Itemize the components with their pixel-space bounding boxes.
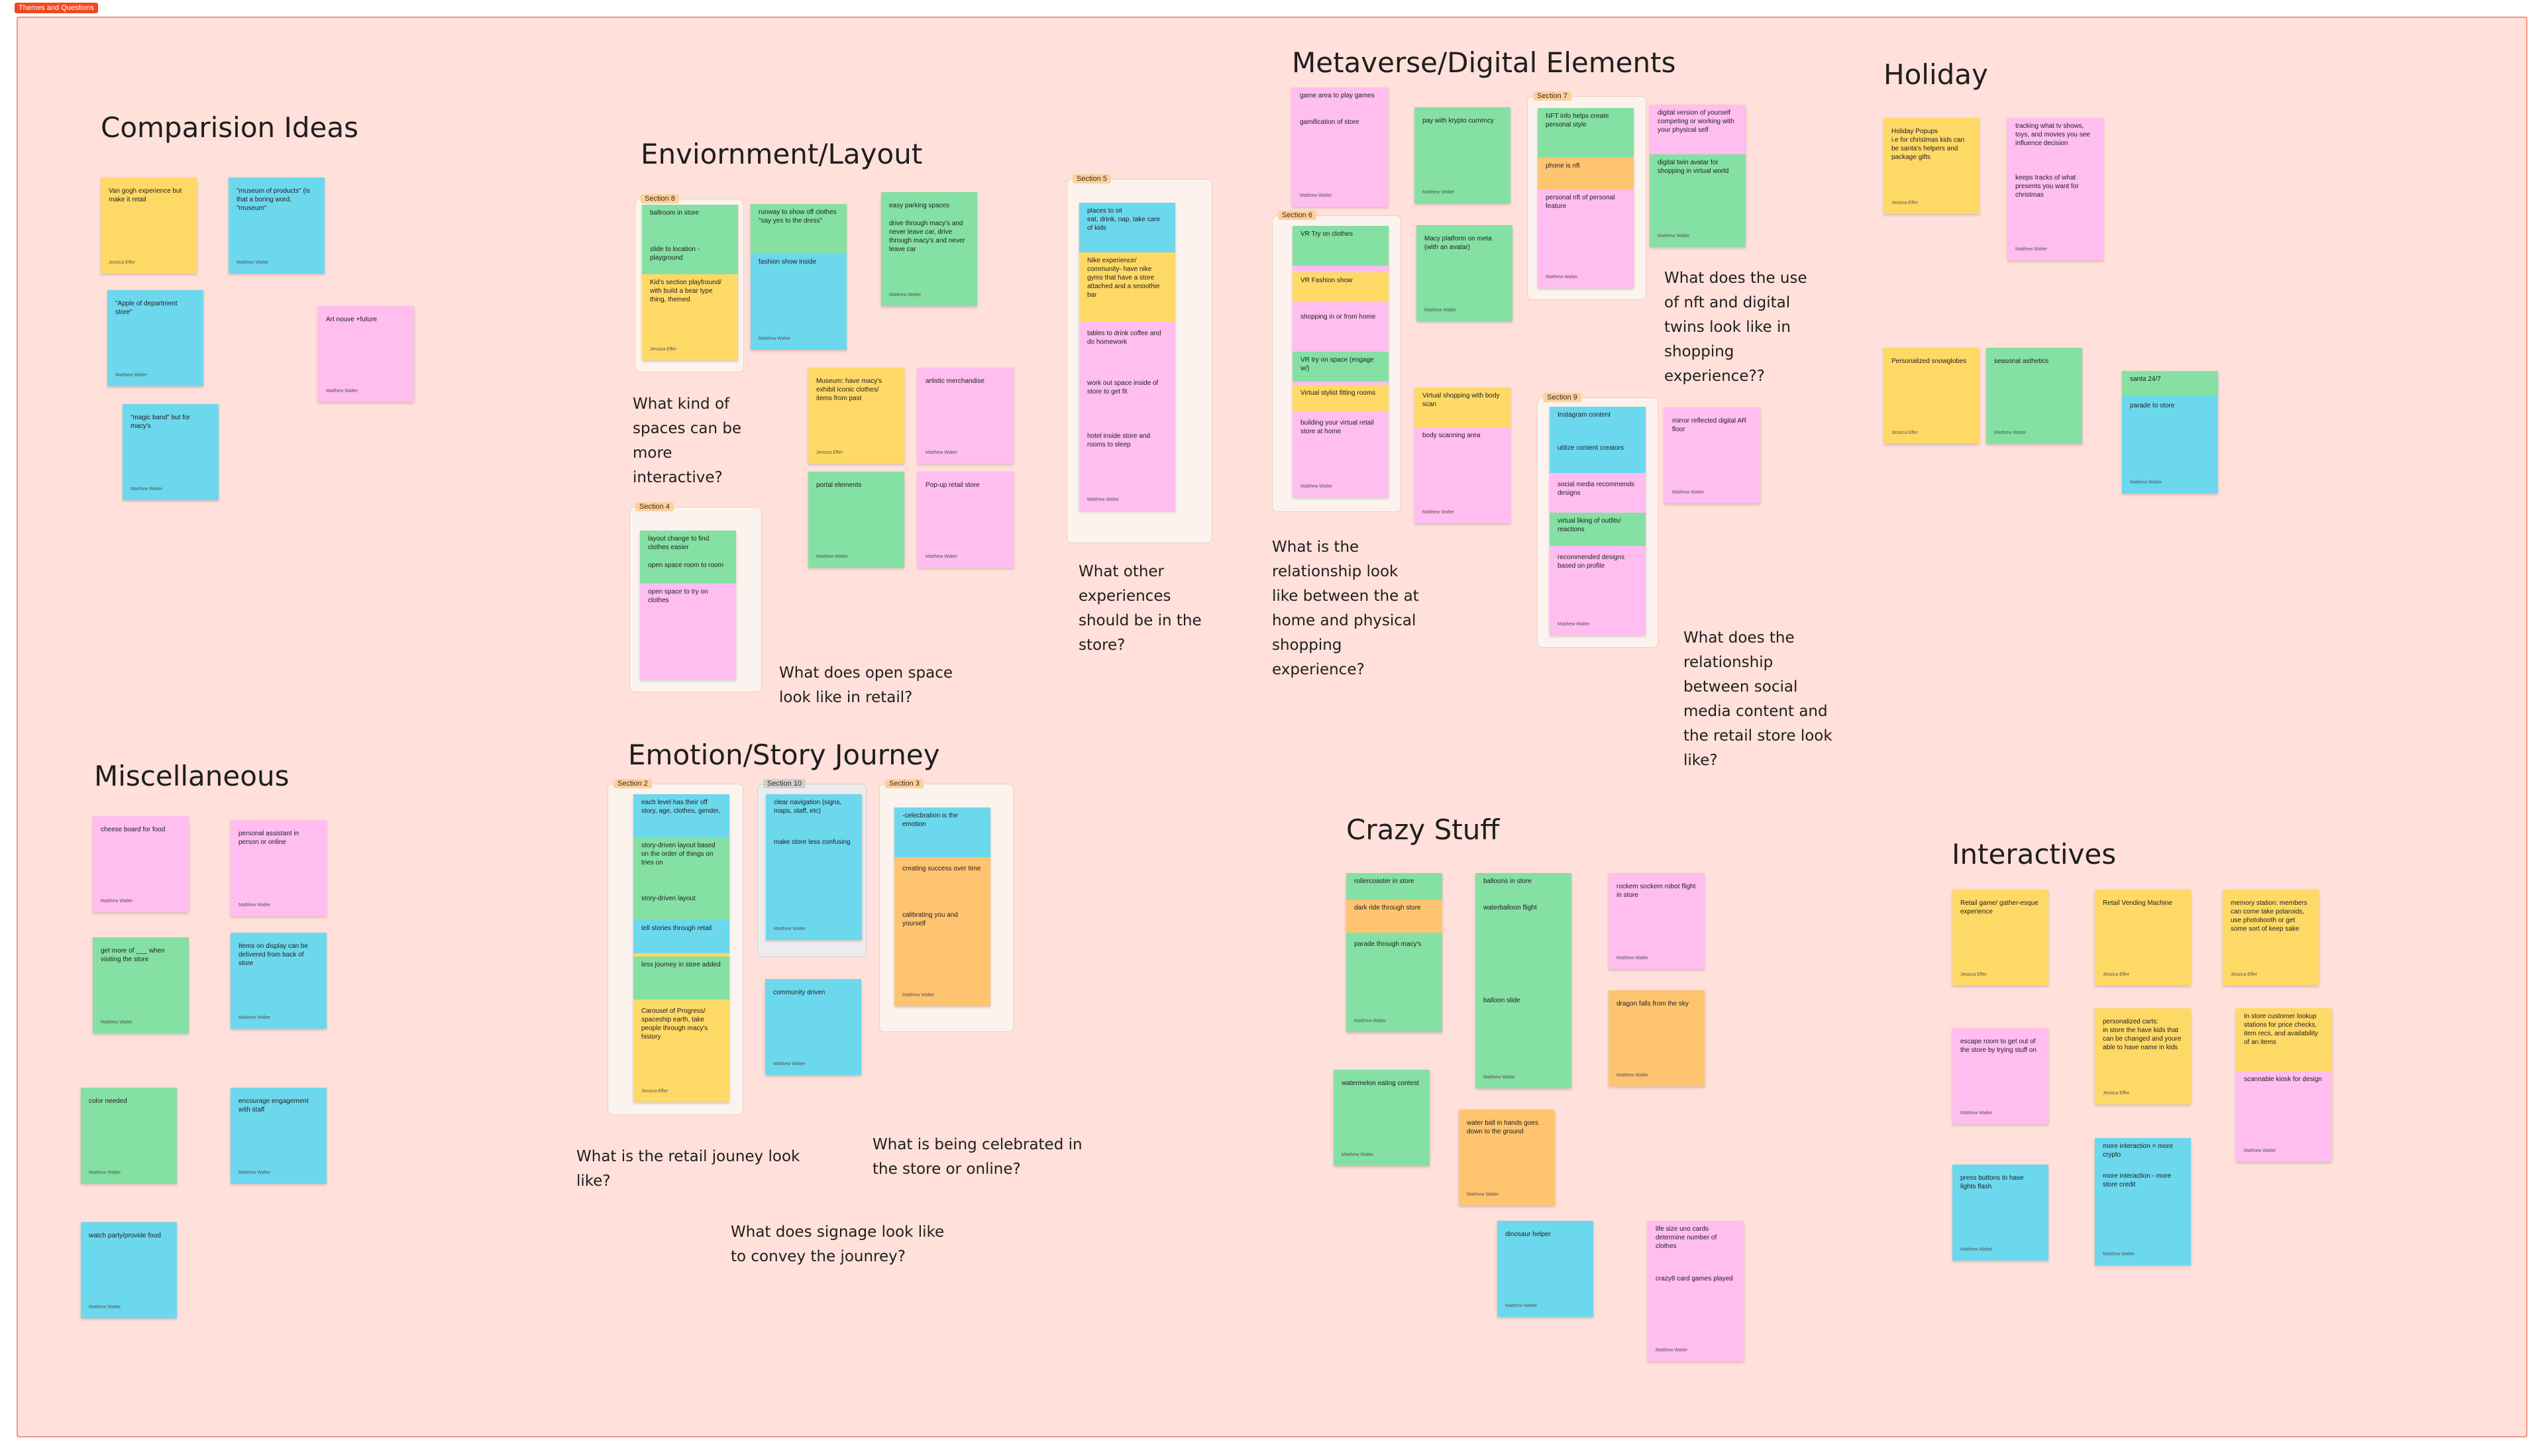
question-open-space: What does open space look like in retail…: [779, 664, 953, 706]
sticky-note[interactable]: Holiday Popups i.e for christmas kids ca…: [1883, 118, 1980, 214]
title-misc: Miscellaneous: [94, 760, 290, 792]
section-7[interactable]: Section 7 NFT info helps create personal…: [1527, 91, 1646, 300]
sticky-note[interactable]: escape room to get out of the store by t…: [1952, 1028, 2048, 1124]
question-interactive-spaces: What kind of spaces can be more interact…: [633, 395, 742, 486]
question-home-physical: What is the relationship look like betwe…: [1272, 539, 1419, 678]
title-emotion: Emotion/Story Journey: [628, 739, 940, 771]
section-3[interactable]: Section 3 -celecbration is the emotion c…: [879, 779, 1014, 1032]
title-holiday: Holiday: [1883, 58, 1988, 91]
sticky-stack[interactable]: rollercoaster in store dark ride through…: [1346, 873, 1442, 1032]
sticky-note[interactable]: "Apple of department store"Matthew Walte…: [107, 290, 203, 386]
sticky-stack[interactable]: game area to play games gamification of …: [1292, 87, 1388, 207]
title-metaverse: Metaverse/Digital Elements: [1292, 46, 1676, 79]
sticky-note[interactable]: Museum: have macy's exhibit iconic cloth…: [808, 368, 904, 464]
sticky-stack[interactable]: VR Try on clothes VR Fashion show shoppi…: [1293, 226, 1389, 497]
question-nft-twins: What does the use of nft and digital twi…: [1664, 270, 1807, 385]
sticky-stack[interactable]: digital version of yourself competing or…: [1650, 105, 1746, 247]
section-4[interactable]: Section 4 layout change to find clothes …: [629, 502, 762, 692]
sticky-note[interactable]: easy parking spaces drive through macy's…: [881, 192, 977, 306]
sticky-stack[interactable]: more interaction = more crypto more inte…: [2095, 1138, 2191, 1265]
sticky-stack[interactable]: places to sit eat, drink, nap, take care…: [1079, 203, 1175, 511]
sticky-note[interactable]: Macy platform on meta (with an avatar)Ma…: [1416, 225, 1512, 321]
sticky-stack[interactable]: -celecbration is the emotion creating su…: [894, 807, 990, 1006]
question-retail-journey: What is the retail jouney look like?: [576, 1148, 800, 1190]
sticky-stack[interactable]: life size uno cards determine number of …: [1648, 1221, 1744, 1361]
sticky-stack[interactable]: runway to show off clothes "say yes to t…: [751, 204, 847, 350]
section-6[interactable]: Section 6 VR Try on clothes VR Fashion s…: [1272, 211, 1401, 512]
sticky-stack[interactable]: santa 24/7 parade to store Matthew Walte…: [2122, 371, 2218, 494]
title-crazy: Crazy Stuff: [1346, 813, 1500, 846]
sticky-stack[interactable]: clear navigation (signs, maps, staff, et…: [766, 794, 862, 940]
title-environment: Enviornment/Layout: [641, 138, 923, 170]
sticky-note[interactable]: memory station: members can come take po…: [2223, 890, 2319, 986]
section-9[interactable]: Section 9 Instagram content utilize cont…: [1537, 393, 1658, 648]
sticky-stack[interactable]: tracking what tv shows, toys, and movies…: [2007, 118, 2103, 260]
section-10[interactable]: Section 10 clear navigation (signs, maps…: [757, 779, 867, 957]
question-signage: What does signage look like to convey th…: [731, 1223, 945, 1265]
sticky-stack[interactable]: layout change to find clothes easier ope…: [640, 531, 736, 680]
sticky-note[interactable]: water ball in hands goes down to the gro…: [1459, 1110, 1555, 1206]
sticky-note[interactable]: personalized carts: in store the have ki…: [2095, 1008, 2191, 1104]
sticky-stack[interactable]: ballroom in store slide to location -pla…: [642, 205, 738, 360]
sticky-note[interactable]: "museum of products" (is that a boring w…: [229, 178, 325, 274]
section-5[interactable]: Section 5 places to sit eat, drink, nap,…: [1067, 174, 1212, 543]
title-interactives: Interactives: [1952, 838, 2117, 870]
sticky-note[interactable]: Items on display can be delivered from b…: [231, 933, 327, 1029]
title-comparison: Comparision Ideas: [101, 111, 358, 144]
section-2[interactable]: Section 2 each level has their off story…: [608, 779, 743, 1115]
question-social-media: What does the relationship between socia…: [1683, 629, 1832, 769]
sticky-stack[interactable]: In store customer lookup stations for pr…: [2236, 1008, 2332, 1162]
question-other-experiences: What other experiences should be in the …: [1079, 563, 1202, 654]
frame-label[interactable]: Themes and Questions: [15, 3, 98, 13]
question-celebrated: What is being celebrated in the store or…: [873, 1136, 1083, 1178]
sticky-stack[interactable]: each level has their off story, age, clo…: [633, 794, 729, 1102]
sticky-stack[interactable]: Instagram content utilize content creato…: [1550, 407, 1646, 635]
section-8[interactable]: Section 8 ballroom in store slide to loc…: [635, 194, 744, 372]
sticky-stack[interactable]: NFT info helps create personal style pho…: [1538, 108, 1634, 288]
sticky-stack[interactable]: Virtual shopping with body scan body sca…: [1414, 388, 1510, 523]
sticky-stack[interactable]: balloons in store waterballoon flight ba…: [1475, 873, 1571, 1088]
